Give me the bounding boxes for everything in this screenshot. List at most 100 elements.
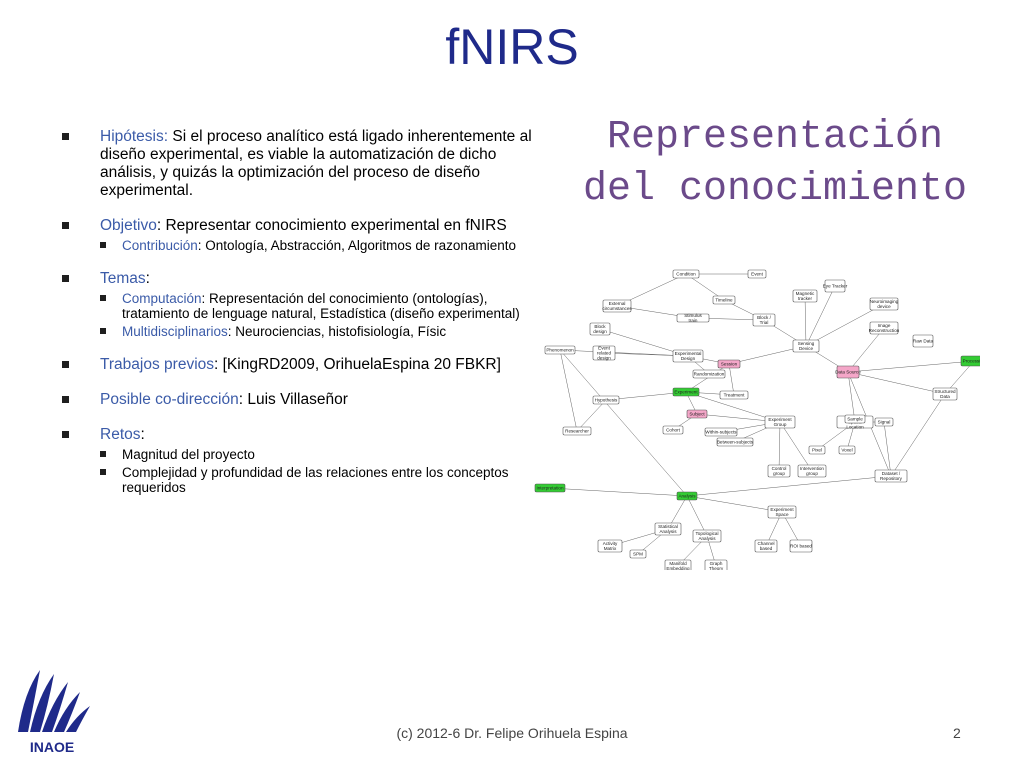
concept-node-label: Randomization: [694, 372, 725, 377]
concept-node-box: [874, 417, 894, 427]
bullet-item: Hipótesis: Si el proceso analítico está …: [62, 128, 532, 200]
bullet-text: : [KingRD2009, OrihuelaEspina 20 FBKR]: [214, 356, 501, 373]
sub-bullet-text: : Ontología, Abstracción, Algoritmos de …: [197, 238, 516, 253]
bullet-marker: [62, 396, 69, 403]
bullet-text: Si el proceso analítico está ligado inhe…: [100, 128, 532, 199]
sub-bullet-marker: [100, 295, 106, 301]
concept-node: Analysis: [676, 491, 698, 501]
concept-node-label: ROI based: [790, 544, 812, 549]
concept-link: [559, 349, 688, 497]
concept-node-label: Eye Tracker: [823, 284, 848, 289]
sub-bullet-item: Magnitud del proyecto: [100, 447, 532, 462]
bullet-text: : Representar conocimiento experimental …: [156, 217, 507, 234]
concept-node: SPM: [629, 549, 647, 559]
concept-node: Signal: [874, 417, 894, 427]
concept-node-label: Between-subjects: [717, 440, 754, 445]
inaoe-logo: INAOE: [18, 670, 90, 755]
concept-link: [847, 327, 885, 373]
concept-node: Researcher: [562, 426, 592, 436]
concept-node-label: Experiment: [674, 390, 698, 395]
concept-node-box: [592, 345, 616, 361]
concept-node-box: [719, 390, 749, 400]
concept-node-box: [767, 464, 791, 478]
concept-node-box: [844, 414, 866, 424]
concept-node-label: Analysis: [678, 494, 696, 499]
sub-bullet-label: Multidisciplinarios: [122, 324, 228, 339]
concept-link: [779, 421, 813, 472]
concept-link: [686, 475, 892, 497]
concept-node-label: Hypothesis: [595, 398, 618, 403]
concept-node-label: Researcher: [565, 429, 589, 434]
concept-link: [549, 487, 688, 497]
concept-node-box: [932, 387, 958, 401]
sub-bullet-label: Computación: [122, 291, 202, 306]
bullet-marker: [62, 133, 69, 140]
sub-bullet-text: Magnitud del proyecto: [122, 447, 255, 462]
concept-node: Interpretation: [534, 483, 566, 493]
bullet-marker: [62, 431, 69, 438]
concept-node-box: [597, 539, 623, 553]
sub-bullet-item: Complejidad y profundidad de las relacio…: [100, 465, 532, 495]
concept-node: Processing: [960, 355, 980, 367]
heading-line-2: del conocimiento: [582, 167, 968, 212]
concept-node: Cohort: [662, 425, 684, 435]
concept-node-box: [676, 313, 710, 323]
concept-node: Phenomenon: [544, 345, 576, 355]
concept-node-label: Data Source: [835, 370, 861, 375]
concept-link: [559, 349, 578, 432]
sub-bullet-marker: [100, 328, 106, 334]
concept-node-box: [676, 491, 698, 501]
concept-node-box: [789, 539, 813, 553]
bullet-item: Trabajos previos: [KingRD2009, OrihuelaE…: [62, 356, 532, 374]
concept-node: Block /Trial: [752, 313, 776, 327]
bullet-item: Temas:Computación: Representación del co…: [62, 270, 532, 339]
concept-node: Within-subjects: [704, 427, 738, 437]
concept-node-box: [792, 339, 820, 353]
bullet-label: Objetivo: [100, 217, 157, 234]
bullet-label: Hipótesis:: [100, 128, 169, 145]
concept-node-box: [764, 415, 796, 429]
section-heading: Representación del conocimiento: [545, 112, 1005, 216]
bullet-text: :: [145, 270, 150, 287]
concept-link: [686, 495, 783, 513]
concept-node-label: Session: [721, 362, 738, 367]
concept-node: Between-subjects: [716, 437, 754, 447]
sub-bullet-item: Computación: Representación del conocimi…: [100, 291, 532, 321]
concept-node: Session: [717, 359, 741, 369]
concept-link: [576, 399, 607, 432]
sub-bullet-label: Contribución: [122, 238, 198, 253]
sub-bullet-item: Contribución: Ontología, Abstracción, Al…: [100, 238, 532, 253]
concept-node-label: Raw Data: [913, 339, 934, 344]
concept-link: [847, 360, 975, 373]
concept-node-box: [662, 425, 684, 435]
concept-node-label: Interpretation: [536, 486, 564, 491]
concept-node-box: [629, 549, 647, 559]
concept-node-box: [874, 469, 908, 483]
concept-node-box: [767, 505, 797, 519]
concept-link: [728, 363, 735, 396]
concept-node: Raw Data: [912, 334, 934, 348]
concept-node-label: Signal: [878, 420, 891, 425]
concept-node-box: [752, 313, 776, 327]
concept-node: Voxel: [838, 445, 856, 455]
concept-link: [805, 285, 836, 347]
concept-link: [685, 391, 781, 423]
